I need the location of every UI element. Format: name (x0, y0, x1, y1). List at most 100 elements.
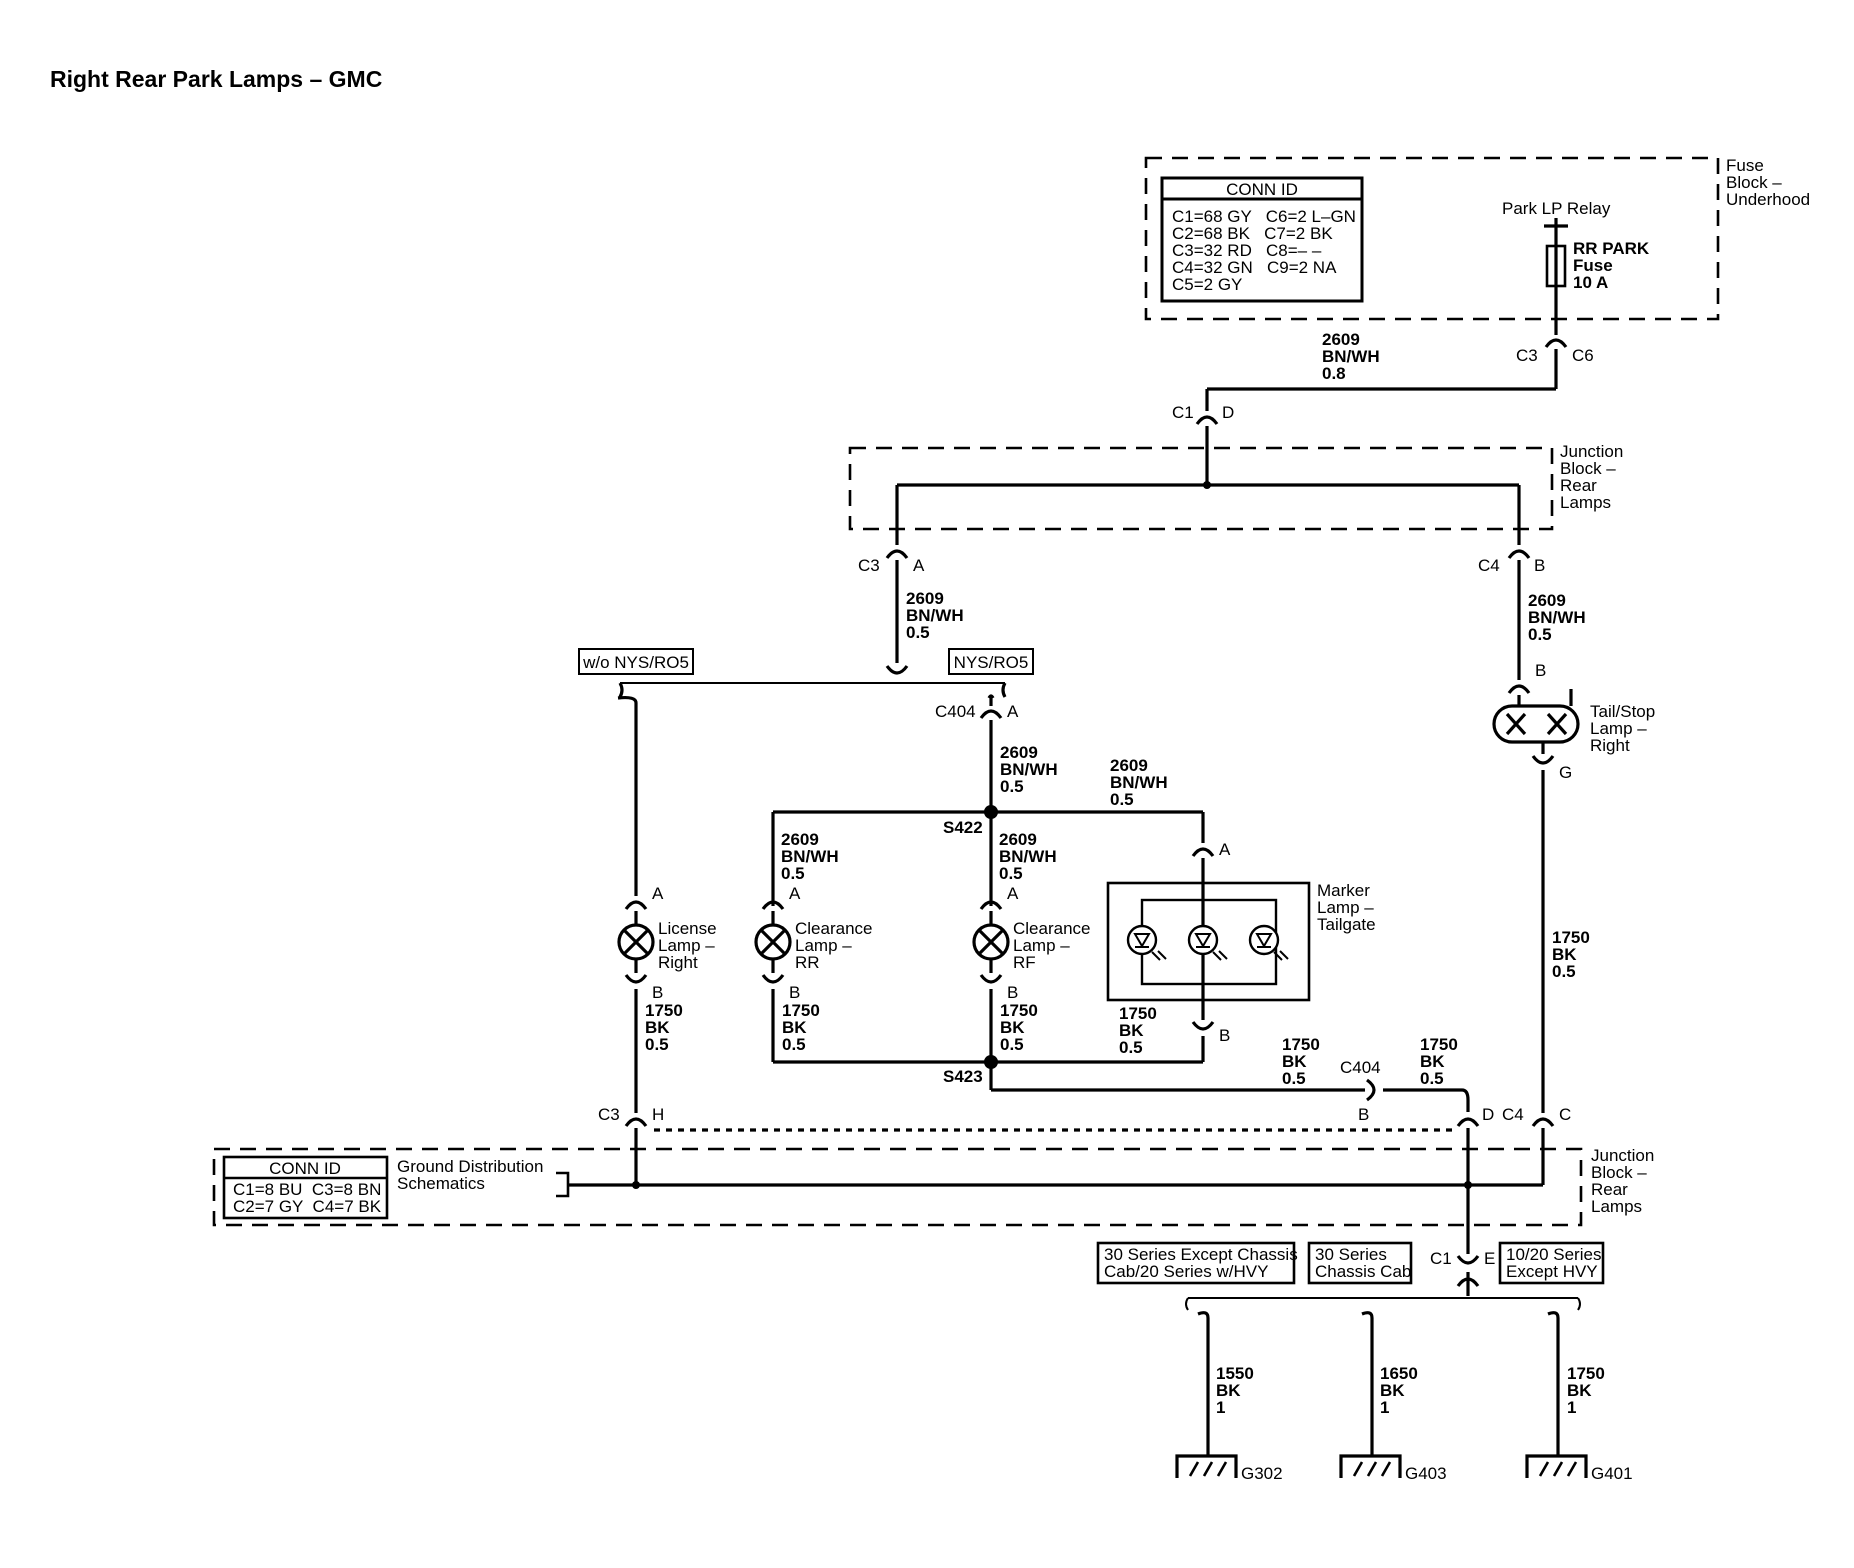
wire-1750-color: BK (1567, 1381, 1592, 1400)
connector-c4-b (1507, 549, 1531, 559)
connector-c3-label-2: C3 (858, 556, 880, 575)
tail-stop-pin-b: B (1535, 661, 1546, 680)
fuse-conn-id-row: C5=2 GY (1172, 275, 1242, 294)
connector-c6-label: C6 (1572, 346, 1594, 365)
junction-conn-id-table: CONN ID C1=8 BU C3=8 BN C2=7 GY C4=7 BK (222, 1155, 389, 1220)
connector-c3-a (885, 549, 909, 559)
junction-block-top: Junction Block – Rear Lamps (848, 442, 1623, 531)
splice-s422-label: S422 (943, 818, 983, 837)
connector-c-label: C (1559, 1105, 1571, 1124)
wire-1750-label: 1750 (1282, 1035, 1320, 1054)
wire-1750-size: 0.5 (1000, 1035, 1024, 1054)
tail-stop-pin-g: G (1559, 763, 1572, 782)
ground-g401-label: G401 (1591, 1464, 1633, 1483)
wire-2609-color: BN/WH (1110, 773, 1168, 792)
wire-2609-label: 2609 (999, 830, 1037, 849)
option-wo-nys: w/o NYS/RO5 (578, 648, 694, 675)
wire-1650-color: BK (1380, 1381, 1405, 1400)
wire-1750-label: 1750 (1567, 1364, 1605, 1383)
wire-1750-label: 1750 (1420, 1035, 1458, 1054)
park-lp-relay-label: Park LP Relay (1502, 199, 1611, 218)
wire-1750-label: 1750 (782, 1001, 820, 1020)
ground-g403-label: G403 (1405, 1464, 1447, 1483)
junction-top-label-4: Lamps (1560, 493, 1611, 512)
junction-bottom-label-3: Rear (1591, 1180, 1628, 1199)
wire-1750-size: 0.5 (645, 1035, 669, 1054)
connector-c404-b (1366, 1078, 1376, 1102)
junction-node (632, 1181, 640, 1189)
marker-lamp-pin-b: B (1219, 1026, 1230, 1045)
fuse-block-conn-id-table: CONN ID C1=68 GY C6=2 L–GN C2=68 BK C7=2… (1160, 176, 1364, 303)
connector-a-label: A (1007, 702, 1019, 721)
option-30-chassis-2: Chassis Cab (1315, 1262, 1411, 1281)
fuse-block-underhood: Fuse Block – Underhood CONN ID C1=68 GY … (1144, 156, 1810, 321)
wire-2609-size: 0.5 (906, 623, 930, 642)
wire-1650-size: 1 (1380, 1398, 1389, 1417)
wire-1750-color: BK (645, 1018, 670, 1037)
license-lamp-right (617, 900, 655, 984)
option-30-except-1: 30 Series Except Chassis (1104, 1245, 1298, 1264)
wire-1750-size: 0.5 (1420, 1069, 1444, 1088)
clearance-rr-label-2: Lamp – (795, 936, 852, 955)
ground-distribution-ref-2: Schematics (397, 1174, 485, 1193)
wire-1750-size: 0.5 (782, 1035, 806, 1054)
wire-1750-size: 0.5 (1282, 1069, 1306, 1088)
junction-block-bottom: Junction Block – Rear Lamps CONN ID C1=8… (212, 1146, 1654, 1227)
option-1020-series: 10/20 Series Except HVY (1498, 1241, 1605, 1285)
wire-2609-label: 2609 (1000, 743, 1038, 762)
ground-g401-icon (1525, 1454, 1588, 1478)
junction-bottom-label-1: Junction (1591, 1146, 1654, 1165)
tail-stop-label-1: Tail/Stop (1590, 702, 1655, 721)
connector-d-label: D (1222, 403, 1234, 422)
clearance-lamp-rr (754, 900, 792, 984)
connector-c1-label: C1 (1172, 403, 1194, 422)
wire-1550-color: BK (1216, 1381, 1241, 1400)
connector-d-label-2: D (1482, 1105, 1494, 1124)
marker-lamp-tailgate (1106, 858, 1311, 1020)
wire-1750-color: BK (1420, 1052, 1445, 1071)
connector-c404-pin-b: B (1358, 1105, 1369, 1124)
tail-stop-pin-g-symbol (1531, 755, 1555, 765)
fuse-conn-id-row: C2=68 BK C7=2 BK (1172, 224, 1333, 243)
license-lamp-pin-a: A (652, 884, 664, 903)
clearance-rf-pin-b: B (1007, 983, 1018, 1002)
connector-c4-c (1531, 1117, 1555, 1127)
ground-distribution-ref-1: Ground Distribution (397, 1157, 543, 1176)
connector-c404-label-2: C404 (1340, 1058, 1381, 1077)
junction-node (1464, 1181, 1472, 1189)
wire-1750-size: 0.5 (1119, 1038, 1143, 1057)
wire-1550-label: 1550 (1216, 1364, 1254, 1383)
ground-g302-label: G302 (1241, 1464, 1283, 1483)
branch-hook-right (987, 694, 995, 699)
connector-c1-e (1456, 1255, 1480, 1265)
marker-lamp-label-1: Marker (1317, 881, 1370, 900)
connector-c1-d (1195, 415, 1219, 425)
clearance-rf-label-2: Lamp – (1013, 936, 1070, 955)
ground-g403-icon (1339, 1454, 1402, 1478)
wire-2609-size: 0.5 (781, 864, 805, 883)
connector-c404-label: C404 (935, 702, 976, 721)
connector-d (1456, 1117, 1480, 1127)
connector-c4-label-2: C4 (1502, 1105, 1524, 1124)
connector-a-label: A (913, 556, 925, 575)
branch-hook-left (617, 695, 638, 704)
branch-drop-left (618, 682, 624, 698)
wire-1750-color: BK (782, 1018, 807, 1037)
option-30-chassis-1: 30 Series (1315, 1245, 1387, 1264)
junction-conn-id-row: C1=8 BU C3=8 BN (233, 1180, 381, 1199)
connector-c1-label-2: C1 (1430, 1249, 1452, 1268)
park-lp-relay-symbol (1544, 218, 1568, 244)
ground-branch-g302 (1197, 1311, 1210, 1319)
fuse-conn-id-row: C4=32 GN C9=2 NA (1172, 258, 1337, 277)
clearance-rr-pin-a: A (789, 884, 801, 903)
connector-c3-label-3: C3 (598, 1105, 620, 1124)
tail-stop-label-3: Right (1590, 736, 1630, 755)
wire-1750-color: BK (1282, 1052, 1307, 1071)
tail-stop-lamp-right (1492, 689, 1580, 754)
wire-1750-label: 1750 (1552, 928, 1590, 947)
wire-1750-label: 1750 (1000, 1001, 1038, 1020)
junction-top-label-2: Block – (1560, 459, 1616, 478)
connector-c3-label: C3 (1516, 346, 1538, 365)
wire-2609-color: BN/WH (1000, 760, 1058, 779)
